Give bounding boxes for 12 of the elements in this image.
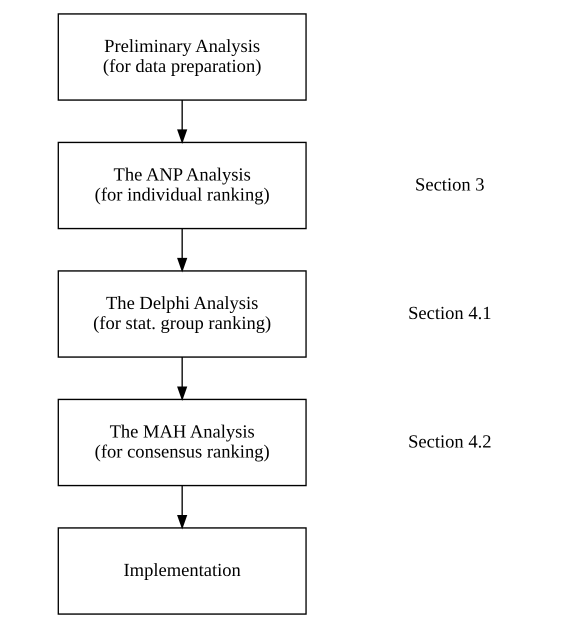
arrow xyxy=(176,486,187,530)
node-box: The Delphi Analysis (for stat. group ranking) xyxy=(57,270,306,358)
node-box: The ANP Analysis (for individual ranking) xyxy=(57,142,306,230)
label: Section 4.2 xyxy=(408,431,491,452)
label: Section 3 xyxy=(414,174,484,196)
node-box: Implementation xyxy=(57,527,306,615)
node-box: Preliminary Analysis (for data preparation) xyxy=(57,13,306,101)
arrow xyxy=(176,357,187,402)
node-box: The MAH Analysis (for consensus ranking) xyxy=(57,398,306,486)
arrow xyxy=(176,228,187,273)
label: Section 4.1 xyxy=(408,302,491,324)
arrow xyxy=(176,100,187,144)
